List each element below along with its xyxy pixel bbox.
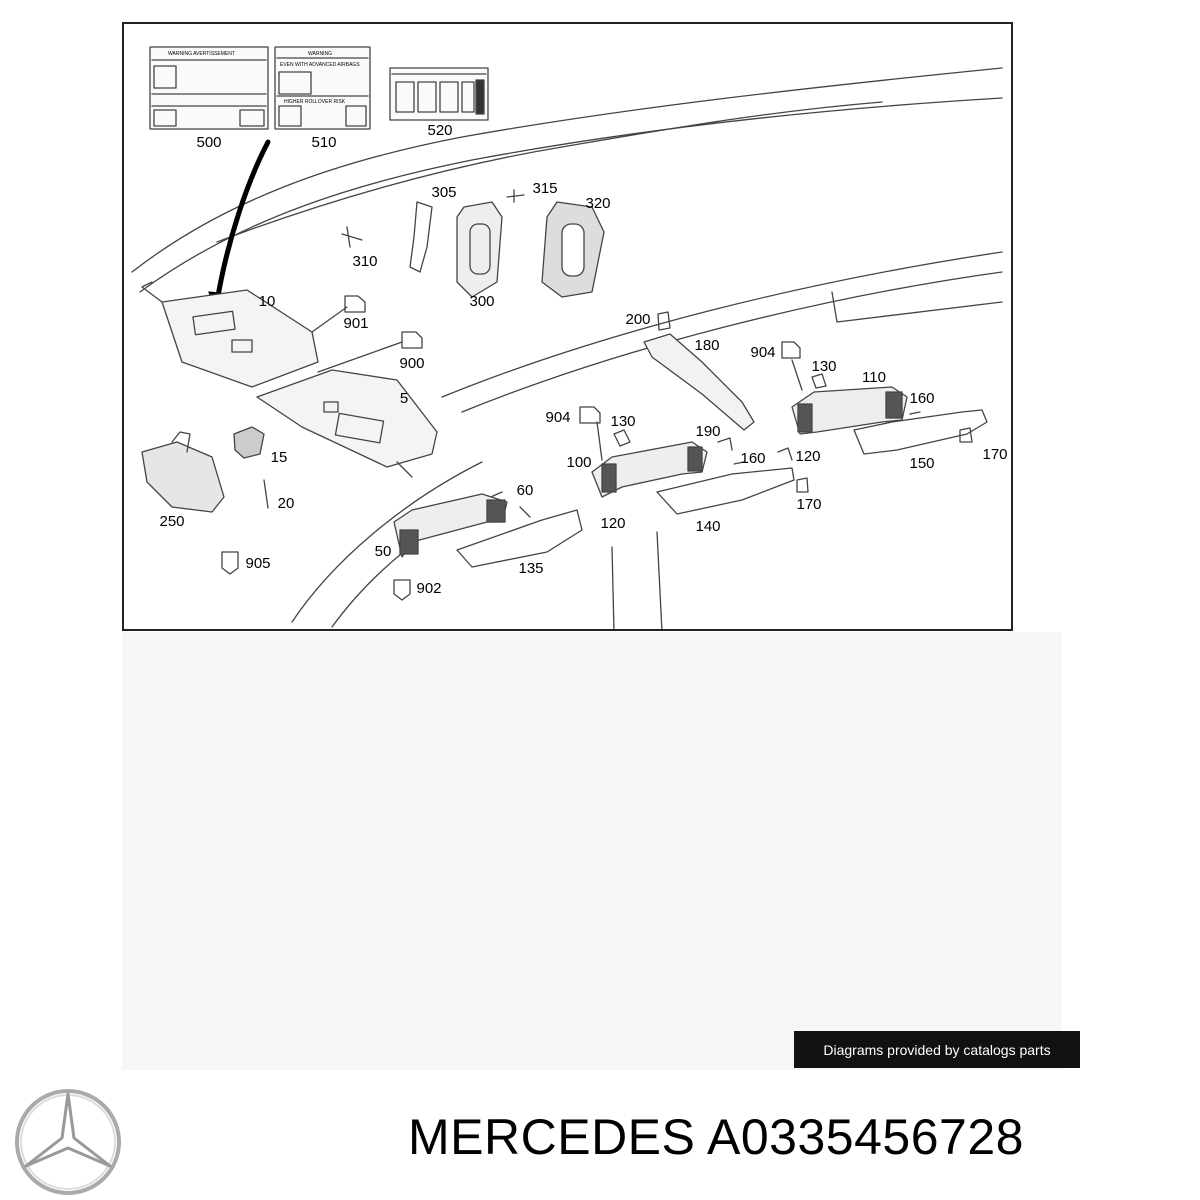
callout-904a: 904 [750,344,775,361]
screw-60 [519,506,531,518]
brand-part-title: MERCEDES A0335456728 [408,1108,1024,1166]
grab-handle-300 [456,201,503,298]
sticker-510 [274,46,371,130]
callout-190: 190 [695,423,720,440]
brand-name: MERCEDES [408,1109,696,1165]
screw-20 [263,479,269,509]
connector-904a [781,341,801,359]
roof-rail [216,101,883,243]
connector-901 [344,295,366,313]
connector-904b [579,406,601,424]
clip-120a [777,447,793,461]
callout-150: 150 [909,455,934,472]
callout-170b: 170 [796,496,821,513]
sticker-510-risk: HIGHER ROLLOVER RISK [284,99,346,105]
callout-60: 60 [517,482,534,499]
clip-160b [733,461,745,465]
lower-body-line [291,461,483,623]
callout-902: 902 [416,580,441,597]
callout-100: 100 [566,454,591,471]
callout-110: 110 [862,369,886,386]
callout-905: 905 [245,555,270,572]
bolt-315 [506,189,525,203]
callout-200: 200 [625,311,650,328]
callout-500: 500 [196,134,221,151]
sticker-510-line: EVEN WITH ADVANCED AIRBAGS [280,62,360,68]
callout-120b: 120 [600,515,625,532]
clip-130b [613,429,631,447]
callout-300: 300 [469,293,494,310]
clip-160a [909,411,921,415]
callout-50: 50 [375,543,392,560]
clip-190 [717,437,733,451]
callout-250: 250 [159,513,184,530]
callout-15: 15 [271,449,288,466]
connector-902 [393,579,411,601]
pillar-line [611,546,615,633]
parts-diagram: 500 510 520 305 315 320 310 300 10 901 9… [131,46,1008,633]
callout-900: 900 [399,355,424,372]
credit-text: Diagrams provided by catalogs parts [823,1041,1051,1058]
bolt-310 [341,226,363,248]
callout-180: 180 [694,337,719,354]
part-number: A0335456728 [707,1109,1024,1165]
callout-135: 135 [518,560,543,577]
diagram-lower-background [122,632,1062,1070]
handle-100 [591,441,708,498]
mirror-250 [141,441,225,513]
sun-visor-10 [161,289,319,388]
connector-900 [401,331,423,349]
side-panel-line [441,251,1003,398]
switch-15 [233,426,265,459]
sticker-500-title: WARNING AVERTISSEMENT [168,51,235,57]
callout-5: 5 [400,390,408,407]
callout-305: 305 [431,184,456,201]
clip-130a [811,373,827,389]
callout-160b: 160 [740,450,765,467]
callout-901: 901 [343,315,368,332]
cap-170b [796,477,809,493]
roof-outline [131,67,1003,273]
callout-170a: 170 [982,446,1007,463]
rear-line [831,291,1003,323]
parts-diagram-frame: 500 510 520 305 315 320 310 300 10 901 9… [122,22,1013,633]
bracket-150 [853,409,988,455]
callout-10: 10 [259,293,276,310]
callout-320: 320 [585,195,610,212]
callout-130b: 130 [610,413,635,430]
callout-20: 20 [278,495,295,512]
callout-310: 310 [352,253,377,270]
clip-200 [657,311,671,331]
sun-visor-5 [256,369,438,468]
callout-130a: 130 [811,358,836,375]
callout-140: 140 [695,518,720,535]
mercedes-star-logo [15,1089,121,1195]
callout-904b: 904 [545,409,570,426]
callout-120a: 120 [795,448,820,465]
sticker-510-title: WARNING [308,51,332,57]
pointer-arrow [214,139,271,305]
cap-170a [959,427,973,443]
callout-160a: 160 [909,390,934,407]
bracket-140 [656,467,795,515]
credit-banner: Diagrams provided by catalogs parts [794,1031,1080,1068]
callout-520: 520 [427,122,452,139]
pillar-line-2 [656,531,663,633]
pillar-trim-180 [643,333,755,431]
side-panel-line-2 [461,271,1003,413]
bracket-135 [456,509,583,568]
connector-905 [221,551,239,575]
sticker-520 [389,67,489,121]
bracket-305 [409,201,433,273]
roof-outline-2 [139,97,1003,293]
callout-510: 510 [311,134,336,151]
callout-315: 315 [532,180,557,197]
